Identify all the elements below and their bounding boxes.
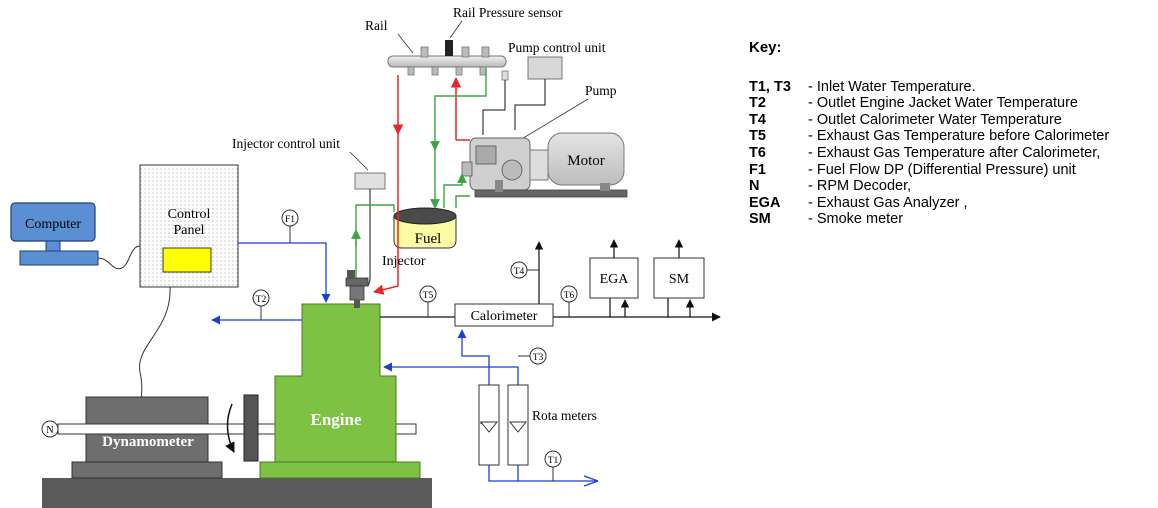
t4-sensor xyxy=(510,261,528,279)
key-description: - Exhaust Gas Temperature before Calorim… xyxy=(808,128,1110,145)
t6-sensor-label: T6 xyxy=(564,291,575,301)
rail-pressure-sensor xyxy=(445,40,453,56)
computer-cable xyxy=(97,245,141,270)
rotation-arrow xyxy=(225,403,235,453)
injector-return-line xyxy=(355,204,395,282)
rail xyxy=(387,55,507,68)
engine xyxy=(274,303,397,463)
key-description: - Outlet Calorimeter Water Temperature xyxy=(808,111,1062,128)
key-symbol: F1 xyxy=(749,161,766,178)
key-symbol: SM xyxy=(749,211,771,228)
key-symbol: T5 xyxy=(749,128,766,145)
pump xyxy=(461,137,531,191)
key-item: EGA - Exhaust Gas Analyzer , xyxy=(749,195,1154,212)
key-description: - Exhaust Gas Temperature after Calorime… xyxy=(808,144,1101,161)
motor xyxy=(547,132,625,186)
water-to-calorimeter xyxy=(457,329,490,385)
ega-label: EGA xyxy=(600,272,630,287)
injector-control-unit xyxy=(354,172,386,190)
key-symbol: T2 xyxy=(749,95,766,112)
t5-sensor-label: T5 xyxy=(423,291,434,301)
key-item: T2 - Outlet Engine Jacket Water Temperatu… xyxy=(749,95,1154,112)
key-description: - Fuel Flow DP (Differential Pressure) u… xyxy=(808,161,1076,178)
calorimeter xyxy=(454,303,554,327)
rail-pressure-sensor-label: Rail Pressure sensor xyxy=(453,5,563,20)
t1-sensor xyxy=(544,450,562,468)
key-symbol: T4 xyxy=(749,111,766,128)
t3-sensor xyxy=(529,347,547,365)
key-title: Key: xyxy=(749,39,782,56)
key-item: F1 - Fuel Flow DP (Differential Pressure)… xyxy=(749,162,1154,179)
motor-label: Motor xyxy=(567,153,605,169)
key-description: - Smoke meter xyxy=(808,211,904,228)
n-sensor-label: N xyxy=(46,425,53,436)
key-item: T1, T3 - Inlet Water Temperature. xyxy=(749,79,1154,96)
pump-motor-base xyxy=(474,189,628,198)
key-item: SM - Smoke meter xyxy=(749,211,1154,228)
key-symbol: T6 xyxy=(749,144,766,161)
n-sensor xyxy=(41,420,59,438)
engine-base xyxy=(259,461,421,479)
water-to-engine-jacket xyxy=(383,362,519,385)
rotameter-2 xyxy=(507,384,529,466)
ega-box xyxy=(589,257,639,299)
fuel-tank xyxy=(393,215,457,249)
key-legend: Key: T1, T3 - Inlet Water Temperature. T2… xyxy=(749,39,1154,228)
computer-stand xyxy=(45,240,61,252)
key-description: - Inlet Water Temperature. xyxy=(808,78,976,95)
pump-label: Pump xyxy=(585,83,617,98)
sm-box xyxy=(653,257,705,299)
key-description: - RPM Decoder, xyxy=(808,178,912,195)
t2-sensor-label: T2 xyxy=(256,295,267,305)
key-description: - Exhaust Gas Analyzer , xyxy=(808,194,968,211)
pump-control-unit xyxy=(527,56,563,80)
calorimeter-label: Calorimeter xyxy=(471,309,538,324)
t1-sensor-label: T1 xyxy=(548,456,559,466)
key-item: T5 - Exhaust Gas Temperature before Calor… xyxy=(749,128,1154,145)
feed-line-tank-pump xyxy=(443,173,467,208)
t4-sensor-label: T4 xyxy=(514,267,525,277)
f1-sensor xyxy=(281,209,299,227)
injector xyxy=(345,270,369,308)
rotameter-1 xyxy=(478,384,500,466)
key-item: T6 - Exhaust Gas Temperature after Calori… xyxy=(749,145,1154,162)
control-panel-label-1: Control xyxy=(168,207,211,222)
panel-to-dyno-cable xyxy=(139,286,171,398)
t5-sensor xyxy=(419,285,437,303)
water-inlet-line xyxy=(488,465,598,482)
key-item: T4 - Outlet Calorimeter Water Temperature xyxy=(749,112,1154,129)
control-panel-display xyxy=(162,247,212,273)
sm-label: SM xyxy=(669,272,690,287)
coupling xyxy=(529,149,549,181)
injector-control-unit-label: Injector control unit xyxy=(232,136,340,151)
rail-label: Rail xyxy=(365,18,388,33)
fuel-label: Fuel xyxy=(415,231,442,247)
engine-test-setup-diagram: Dynamometer N Engine Computer Control Pa… xyxy=(10,5,721,508)
pump-control-unit-label: Pump control unit xyxy=(508,40,606,55)
key-description: - Outlet Engine Jacket Water Temperature xyxy=(808,95,1078,112)
test-bed-base xyxy=(42,478,432,508)
flywheel xyxy=(243,394,259,462)
return-line-rail xyxy=(430,68,487,151)
key-symbol: EGA xyxy=(749,194,781,211)
t2-sensor xyxy=(252,289,270,307)
t6-sensor xyxy=(560,285,578,303)
engine-label: Engine xyxy=(310,410,361,429)
dynamometer-base xyxy=(71,461,223,479)
dynamometer-label: Dynamometer xyxy=(102,434,194,450)
control-panel-label-2: Panel xyxy=(173,223,204,238)
f1-sensor-label: F1 xyxy=(285,215,295,225)
injector-label: Injector xyxy=(382,254,426,269)
water-inlet-arrow xyxy=(583,475,599,487)
computer-label: Computer xyxy=(25,217,81,232)
fuel-flow-signal-line xyxy=(238,242,331,303)
key-symbol: N xyxy=(749,178,760,195)
t3-sensor-label: T3 xyxy=(533,353,544,363)
computer-keyboard xyxy=(19,250,99,266)
key-item: N - RPM Decoder, xyxy=(749,178,1154,195)
key-symbol: T1, T3 xyxy=(749,78,791,95)
rota-meters-label: Rota meters xyxy=(532,408,597,423)
